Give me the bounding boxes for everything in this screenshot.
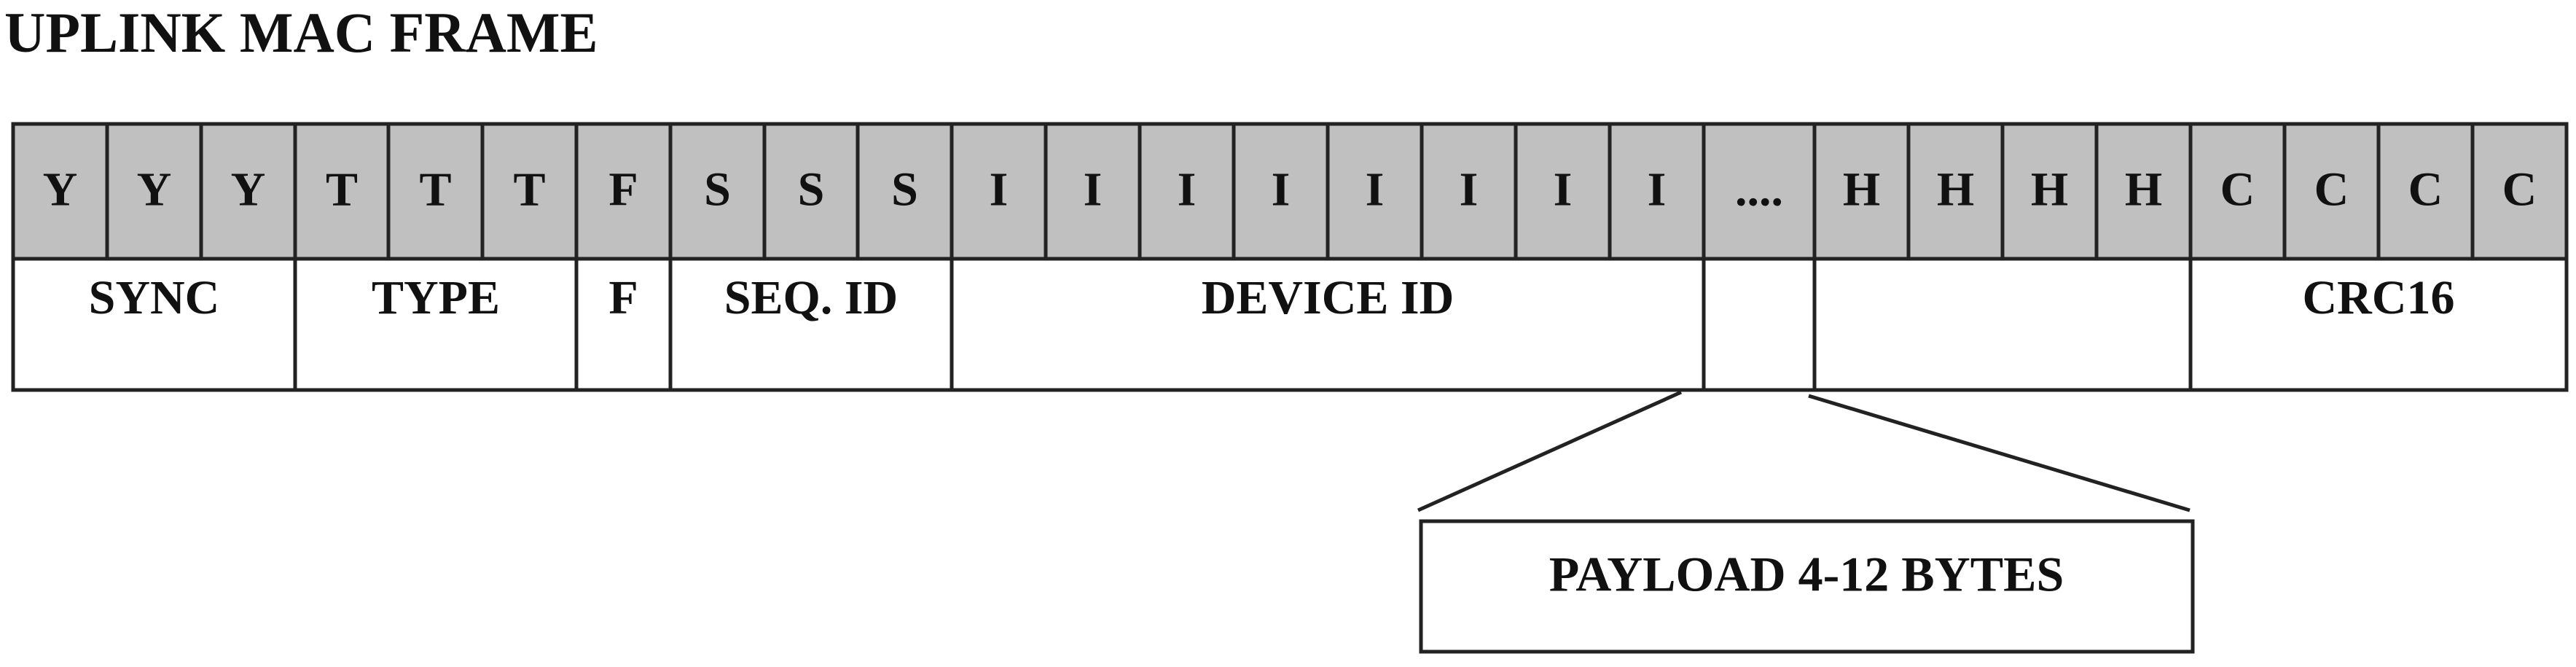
byte-cell — [1138, 122, 1236, 261]
field-box — [293, 257, 579, 392]
diagram-title: UPLINK MAC FRAME — [4, 1, 598, 64]
byte-cell-label: H — [2031, 163, 2068, 217]
field-label: F — [608, 271, 638, 324]
field-label: SYNC — [89, 271, 220, 324]
byte-cell — [668, 122, 767, 261]
field-box — [1812, 257, 2193, 392]
byte-cell-label: I — [1178, 163, 1197, 217]
field-label: TYPE — [372, 271, 500, 324]
byte-cells-row: Y Y Y T T T F S S S I I I I I I I I.... H H H H C C C C — [11, 122, 2569, 261]
byte-cell — [1514, 122, 1612, 261]
field-box — [1702, 257, 1817, 392]
byte-cell — [1044, 122, 1142, 261]
byte-cell-label: T — [513, 163, 545, 217]
field-box — [574, 257, 673, 392]
byte-cell-label: H — [2125, 163, 2162, 217]
callout-line-left — [1417, 390, 1683, 512]
byte-cell-label: H — [1843, 163, 1880, 217]
field-label: CRC16 — [2303, 271, 2455, 324]
byte-cell-label: F — [608, 163, 638, 217]
field-box — [2188, 257, 2569, 392]
field-box — [668, 257, 954, 392]
byte-cell-label: C — [2220, 163, 2255, 217]
byte-cell — [2188, 122, 2287, 261]
callout-line-right — [1808, 394, 2191, 512]
byte-cell — [11, 122, 109, 261]
field-label: DEVICE ID — [1202, 271, 1455, 324]
byte-cell-label: S — [891, 163, 918, 217]
byte-cell-label: I — [1366, 163, 1385, 217]
byte-cell-label: I — [1554, 163, 1573, 217]
payload-callout: PAYLOAD 4-12 BYTES — [1417, 390, 2195, 654]
byte-cell-label: T — [419, 163, 451, 217]
byte-cell — [2282, 122, 2381, 261]
byte-cell — [2094, 122, 2193, 261]
byte-cell-label: Y — [231, 163, 266, 217]
byte-cell-label: T — [326, 163, 358, 217]
byte-cell — [1420, 122, 1518, 261]
payload-box — [1419, 519, 2195, 654]
byte-cell-label: S — [798, 163, 825, 217]
byte-cell-label: S — [704, 163, 731, 217]
byte-cell-label: I — [990, 163, 1009, 217]
byte-cell — [1702, 122, 1817, 261]
byte-cell-label: Y — [43, 163, 78, 217]
byte-cell — [1608, 122, 1706, 261]
byte-cell — [2376, 122, 2475, 261]
field-labels-row: SYNC TYPE F SEQ. ID DEVICE ID CRC16 — [11, 257, 2569, 392]
byte-cell — [199, 122, 297, 261]
byte-cell-label: C — [2314, 163, 2349, 217]
byte-cell — [2470, 122, 2569, 261]
byte-cell — [1906, 122, 2005, 261]
byte-cell-label: I — [1648, 163, 1667, 217]
byte-cell-label: H — [1937, 163, 1974, 217]
byte-cell — [1232, 122, 1330, 261]
byte-cell — [762, 122, 860, 261]
field-label: SEQ. ID — [724, 271, 898, 324]
byte-cell-label: Y — [137, 163, 172, 217]
byte-cell — [105, 122, 203, 261]
byte-cell-label: I — [1084, 163, 1103, 217]
byte-cell-label: .... — [1735, 163, 1783, 217]
byte-cell-label: I — [1272, 163, 1291, 217]
byte-cell — [856, 122, 954, 261]
byte-cell-label: C — [2502, 163, 2537, 217]
byte-cell — [1326, 122, 1424, 261]
byte-cell-label: I — [1460, 163, 1479, 217]
payload-label: PAYLOAD 4-12 BYTES — [1549, 547, 2064, 602]
byte-cell-label: C — [2408, 163, 2443, 217]
